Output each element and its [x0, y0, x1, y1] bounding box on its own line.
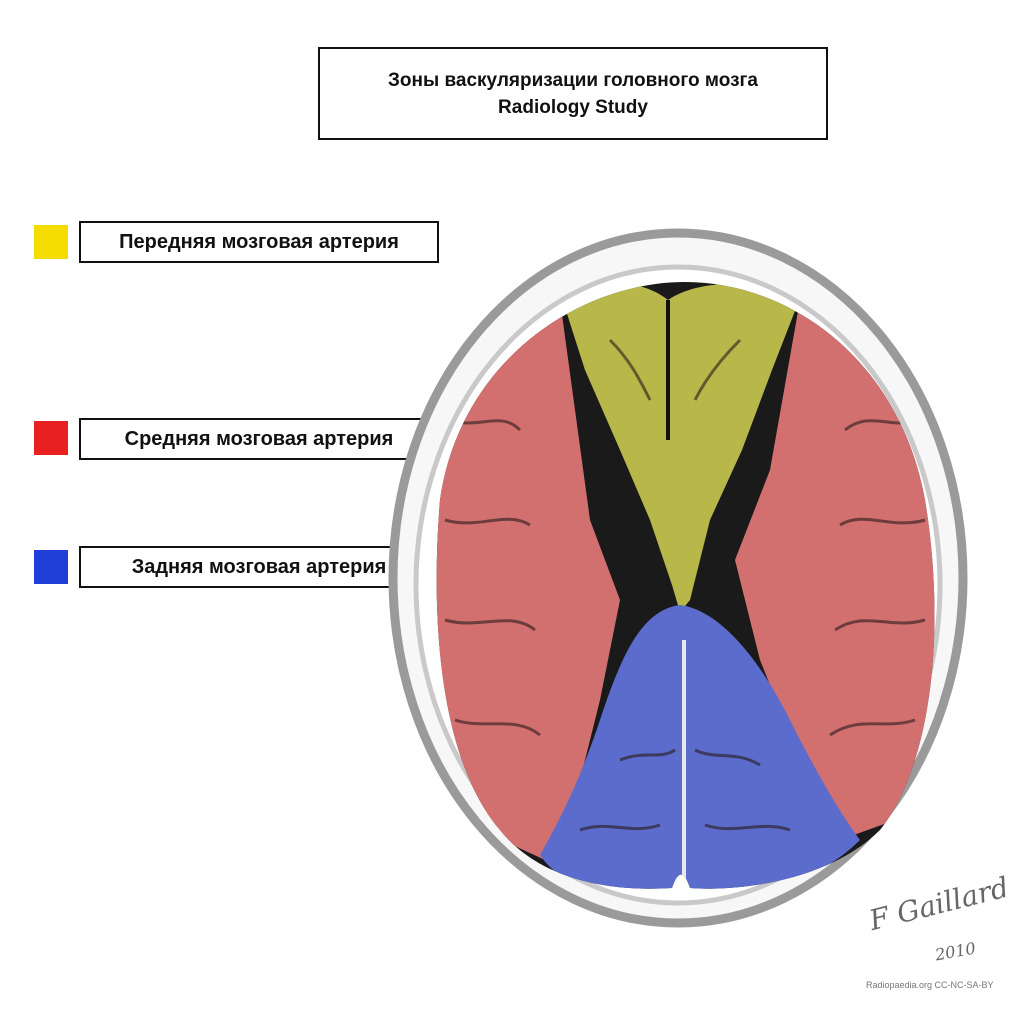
- image-credit: Radiopaedia.org CC-NC-SA-BY: [866, 980, 994, 990]
